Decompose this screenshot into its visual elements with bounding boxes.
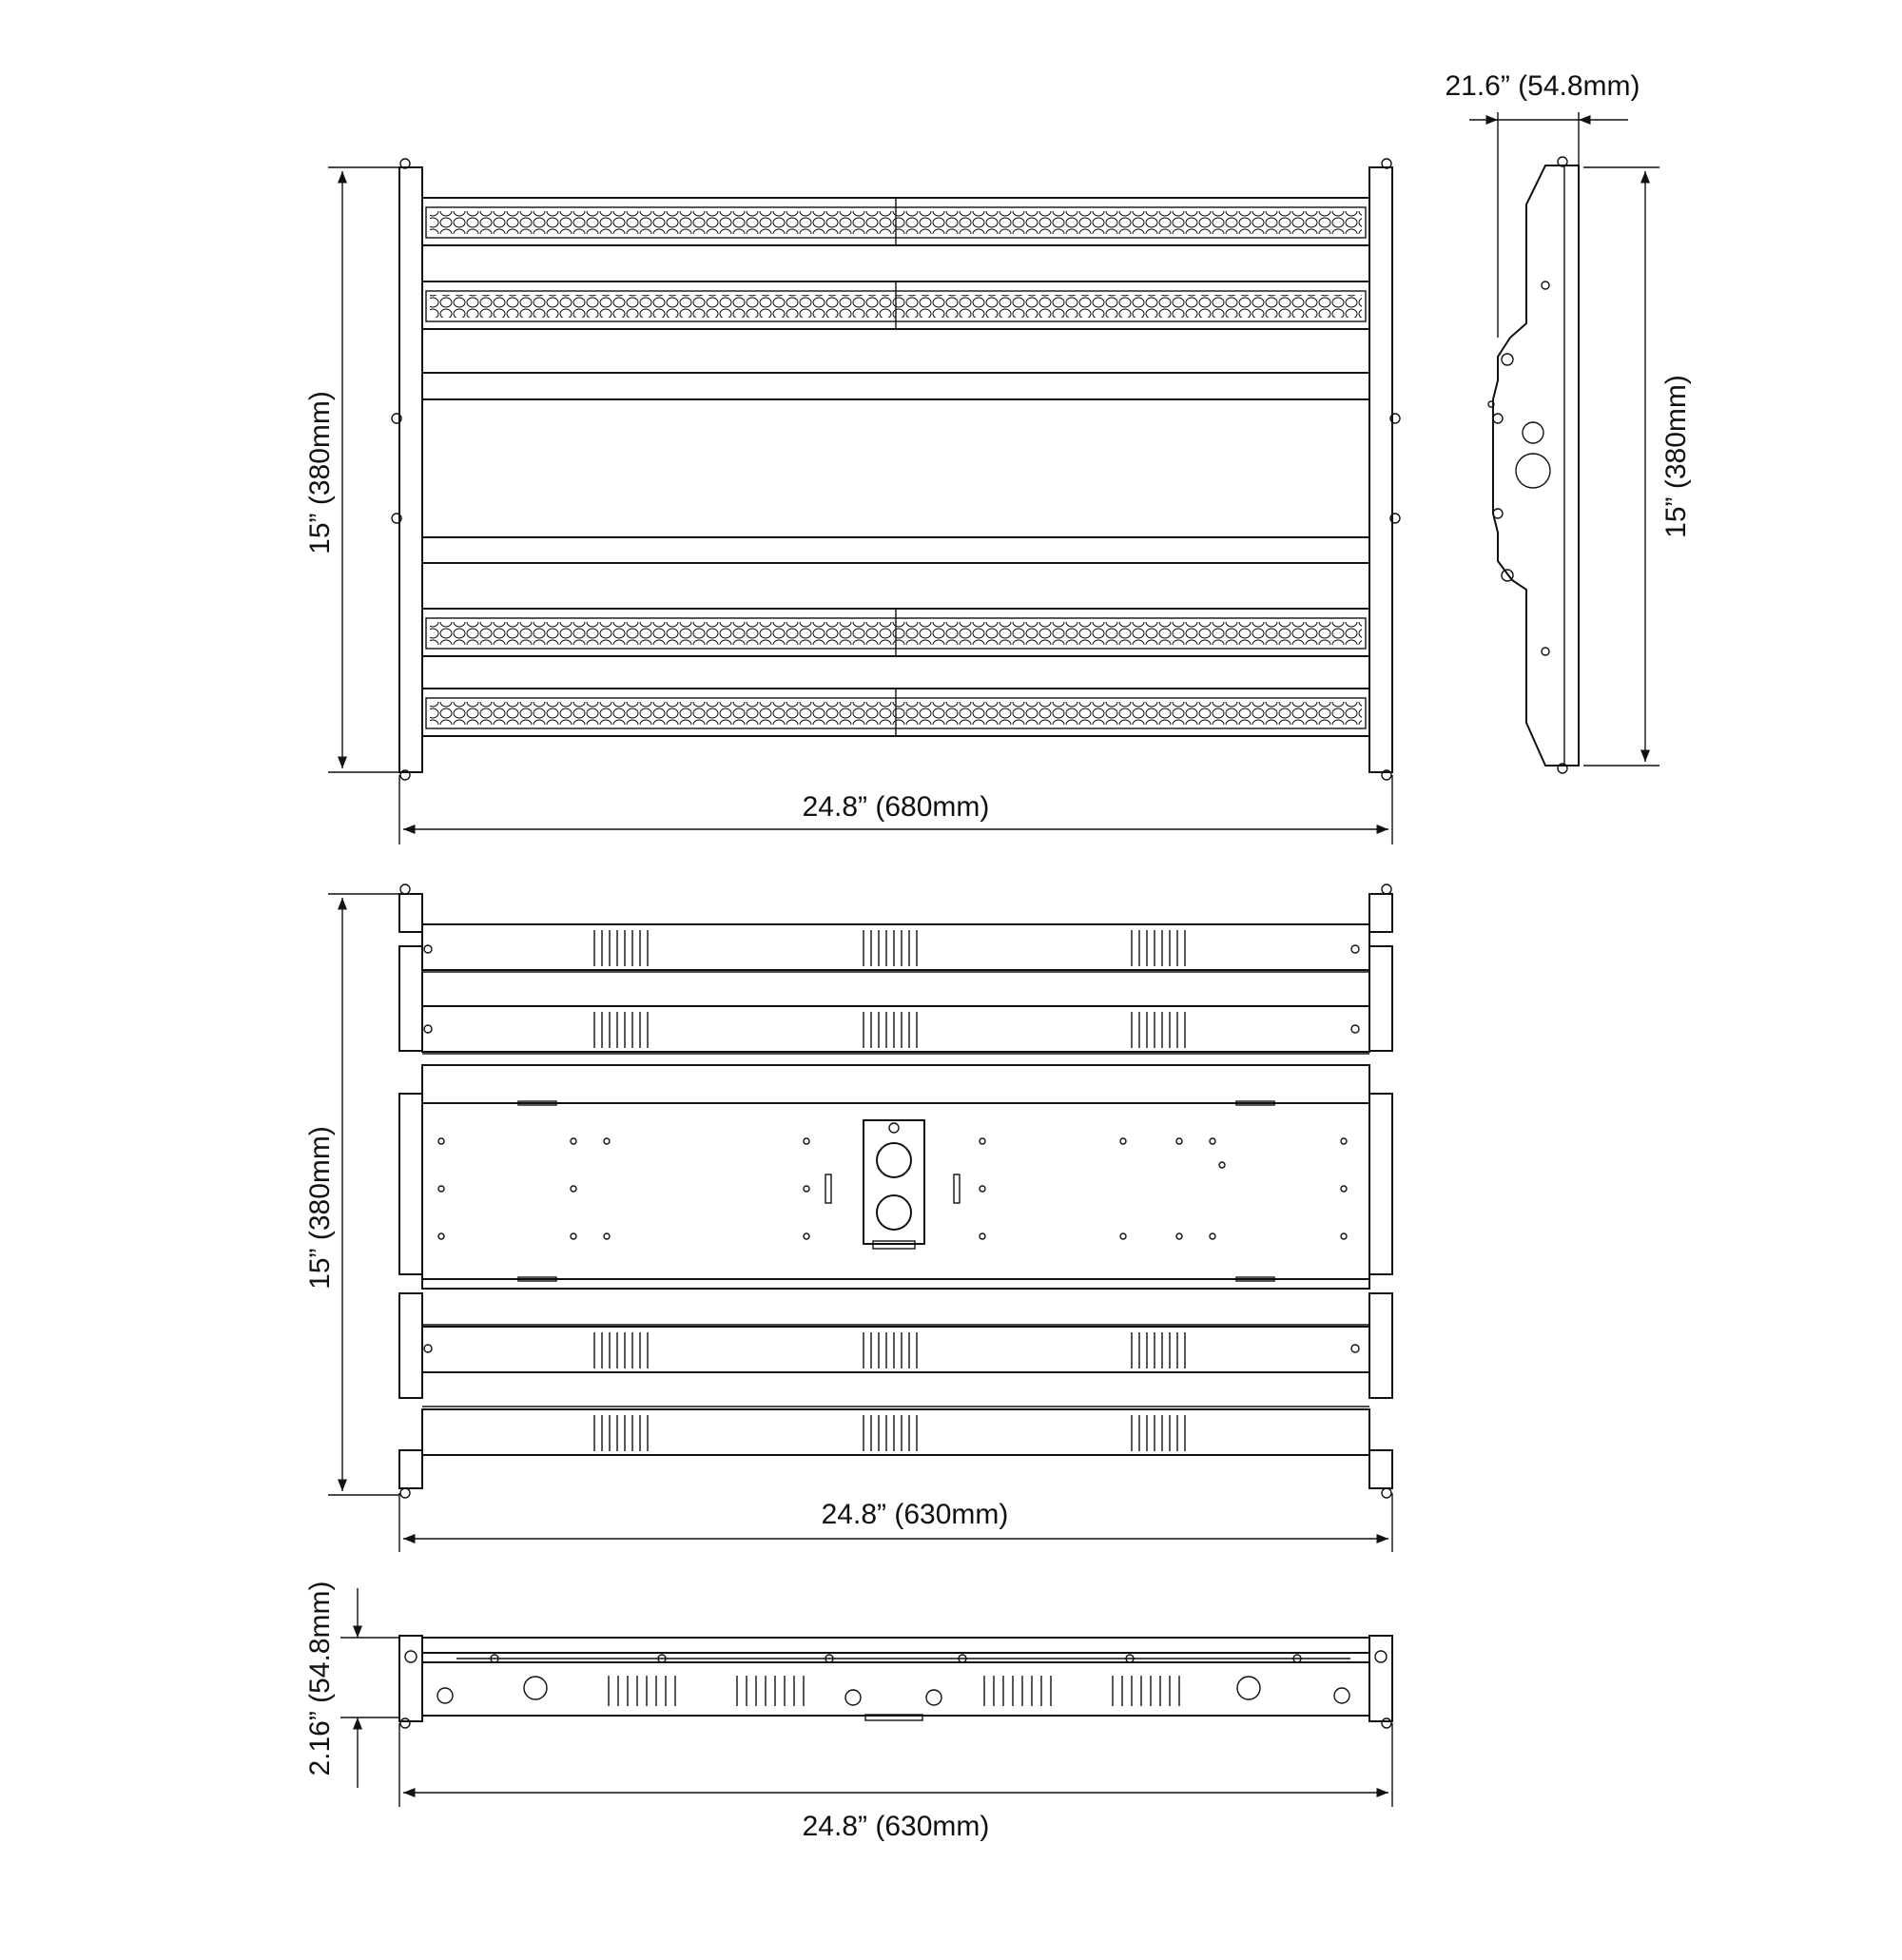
- side-depth-label: 21.6” (54.8mm): [1445, 70, 1640, 102]
- led-strip-4: [421, 688, 1370, 737]
- front-right-bracket: [1368, 166, 1393, 773]
- led-strip-3: [421, 608, 1370, 657]
- led-strip-1: [421, 197, 1370, 246]
- back-height-label: 15” (380mm): [304, 1126, 336, 1290]
- bottom-view: 2.16” (54.8mm) 24.8” (630mm): [304, 1581, 1393, 1842]
- vent-slots: [593, 930, 1186, 966]
- front-height-label: 15” (380mm): [304, 391, 336, 554]
- bottom-height-label: 2.16” (54.8mm): [304, 1581, 336, 1776]
- heatsink-row-2: [421, 1005, 1370, 1055]
- heatsink-row-4: [421, 1406, 1370, 1456]
- center-driver-housing: [421, 372, 1370, 564]
- bottom-width-label: 24.8” (630mm): [803, 1811, 990, 1842]
- side-height-label: 15” (380mm): [1660, 375, 1692, 538]
- heatsink-row-3: [421, 1324, 1370, 1373]
- back-width-label: 24.8” (630mm): [822, 1499, 1009, 1530]
- side-profile: [1492, 165, 1580, 767]
- junction-box: [863, 1119, 925, 1250]
- front-left-bracket: [398, 166, 423, 773]
- front-view: 24.8” (680mm) 15” (380mm): [304, 158, 1401, 844]
- front-width-label: 24.8” (680mm): [803, 791, 990, 823]
- side-view: 21.6” (54.8mm) 15” (380mm): [1445, 70, 1692, 774]
- heatsink-row-1: [421, 923, 1370, 973]
- led-strip-2: [421, 281, 1370, 330]
- back-view: 24.8” (630mm) 15” (380mm): [304, 883, 1393, 1552]
- driver-box: [398, 1064, 1393, 1290]
